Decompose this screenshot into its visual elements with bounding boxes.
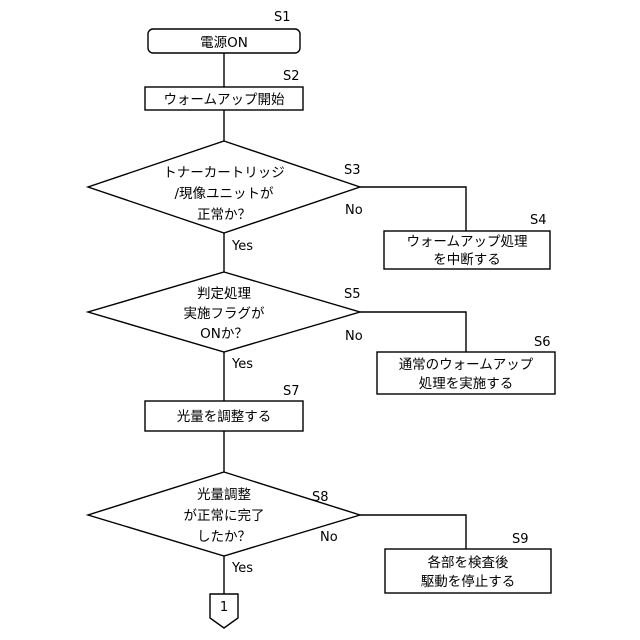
step-s4: ウォームアップ処理 を中断する S4	[384, 213, 550, 269]
s2-label: ウォームアップ開始	[163, 92, 285, 108]
s3-no-label: No	[345, 203, 363, 218]
s8-line-2: が正常に完了	[184, 508, 265, 524]
offpage-connector: 1	[210, 594, 238, 628]
s8-id: S8	[312, 490, 329, 505]
line-s3-s4	[360, 187, 466, 231]
s5-no-label: No	[345, 329, 363, 344]
step-s1: 電源ON S1	[148, 10, 300, 53]
s3-id: S3	[344, 163, 361, 178]
s6-id: S6	[534, 335, 551, 350]
s3-line-2: /現像ユニットが	[174, 186, 274, 202]
step-s9: 各部を検査後 駆動を停止する S9	[385, 532, 551, 593]
s3-line-3: 正常か？	[197, 207, 251, 223]
s1-label: 電源ON	[200, 35, 248, 51]
s6-line-2: 処理を実施する	[419, 376, 514, 392]
s9-id: S9	[512, 532, 529, 547]
s8-yes-label: Yes	[231, 561, 253, 576]
s8-line-3: したか？	[197, 529, 251, 545]
s5-line-1: 判定処理	[197, 286, 251, 302]
line-s8-s9	[360, 515, 466, 549]
s3-yes-label: Yes	[231, 239, 253, 254]
connector-label: 1	[220, 600, 228, 615]
s9-line-1: 各部を検査後	[428, 555, 509, 571]
s8-no-label: No	[320, 530, 338, 545]
s1-id: S1	[274, 10, 291, 25]
s4-line-2: を中断する	[433, 252, 501, 268]
s4-id: S4	[530, 213, 547, 228]
s4-line-1: ウォームアップ処理	[406, 234, 528, 250]
s5-line-2: 実施フラグが	[184, 306, 265, 322]
s9-line-2: 駆動を停止する	[421, 573, 516, 590]
s2-id: S2	[283, 69, 300, 84]
s6-line-1: 通常のウォームアップ	[399, 357, 534, 373]
s8-line-1: 光量調整	[197, 487, 251, 503]
line-s5-s6	[360, 312, 466, 352]
step-s3: トナーカートリッジ /現像ユニットが 正常か？ S3 No Yes	[88, 141, 363, 254]
step-s5: 判定処理 実施フラグが ONか？ S5 No Yes	[88, 272, 363, 372]
s5-yes-label: Yes	[231, 357, 253, 372]
s7-id: S7	[283, 384, 300, 399]
s5-line-3: ONか？	[200, 326, 248, 342]
s3-line-1: トナーカートリッジ	[163, 165, 285, 181]
s7-label: 光量を調整する	[177, 409, 272, 425]
s5-id: S5	[344, 287, 361, 302]
